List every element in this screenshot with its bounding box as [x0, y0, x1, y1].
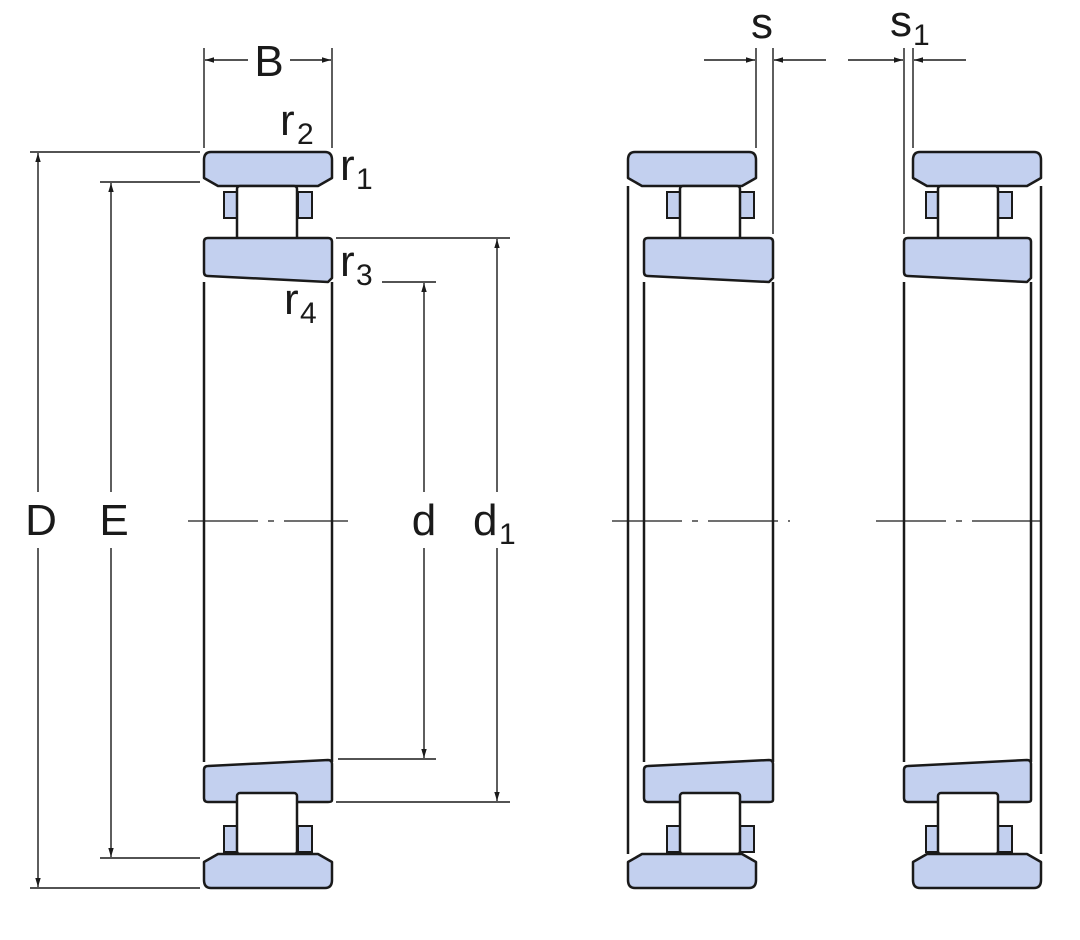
- inner-ring-top: [902, 236, 1033, 284]
- inner-ring-top: [202, 236, 334, 284]
- cage-top-right: [297, 191, 313, 219]
- label-s1-sub: 1: [913, 19, 930, 52]
- roller-bottom: [678, 791, 742, 856]
- axial-displacement-view-s1: s 1: [848, 0, 1052, 890]
- inner-ring-bottom: [642, 758, 775, 804]
- label-s: s: [751, 0, 773, 48]
- label-r3-sub: 3: [356, 259, 373, 292]
- axial-displacement-view-s: s: [612, 0, 826, 890]
- roller-bottom: [936, 791, 1000, 856]
- label-r4-sub: 4: [300, 297, 317, 330]
- outer-ring-bottom: [202, 852, 334, 890]
- label-r3-main: r: [340, 237, 355, 286]
- outer-ring-top: [626, 150, 758, 188]
- label-b: B: [254, 37, 283, 86]
- cage-bottom-right: [739, 825, 755, 853]
- label-r2-main: r: [280, 96, 295, 145]
- label-s1-main: s: [890, 0, 912, 46]
- outer-ring-top: [202, 150, 334, 188]
- label-d1-sub: 1: [499, 518, 516, 551]
- outer-ring-top: [911, 150, 1043, 188]
- label-outer-diameter: D: [25, 496, 57, 545]
- cage-top-right: [739, 191, 755, 219]
- label-r1-sub: 1: [356, 163, 373, 196]
- outer-ring-bottom: [626, 852, 758, 890]
- label-e: E: [99, 496, 128, 545]
- label-bore-diameter: d: [412, 496, 436, 545]
- label-r2-sub: 2: [297, 118, 314, 151]
- cage-top-right: [997, 191, 1013, 219]
- label-r4-main: r: [284, 275, 299, 324]
- cage-bottom-right: [997, 825, 1013, 853]
- label-d1-main: d: [473, 496, 497, 545]
- main-bearing-view: B D E d d 1 r 2 r 1 r 3 r 4: [25, 37, 516, 890]
- label-r1-main: r: [340, 141, 355, 190]
- inner-ring-bottom: [202, 758, 334, 804]
- cage-bottom-right: [297, 825, 313, 853]
- inner-ring-top: [642, 236, 775, 284]
- roller-bottom: [235, 791, 299, 856]
- outer-ring-bottom: [911, 852, 1043, 890]
- inner-ring-bottom: [902, 758, 1033, 804]
